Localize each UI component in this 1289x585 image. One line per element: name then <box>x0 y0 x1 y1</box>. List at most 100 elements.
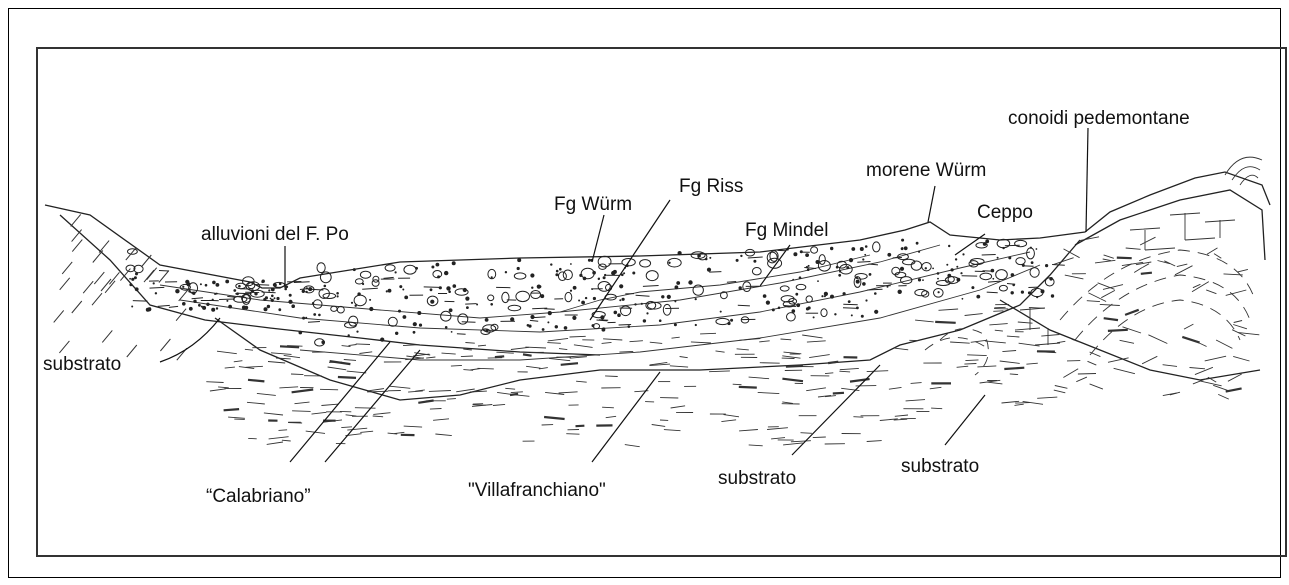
substrate-mark <box>72 240 82 252</box>
gravel-dot <box>216 307 218 309</box>
gravel-dot <box>830 247 833 250</box>
gravel-dot <box>830 295 834 299</box>
hatch-dash <box>1200 381 1221 386</box>
hatch-dash <box>548 338 568 341</box>
hatch-dash <box>739 430 758 431</box>
hatch-dash <box>478 368 494 369</box>
hatch-dash <box>1238 269 1248 272</box>
label-morene-wurm: morene Würm <box>866 160 986 181</box>
hatch-dash <box>430 409 442 410</box>
gravel-dot <box>380 338 384 342</box>
hatch-dash <box>347 371 367 373</box>
gravel-dot <box>555 273 558 276</box>
gravel-dot <box>727 322 730 325</box>
hatch-dash <box>367 389 384 391</box>
hatch-dash <box>404 426 422 427</box>
gravel-dot <box>619 299 621 301</box>
gravel-dot <box>860 247 864 251</box>
gravel-dot <box>452 261 456 265</box>
pebble <box>531 291 541 299</box>
hatch-dash <box>426 357 435 358</box>
hatch-dash <box>930 387 942 389</box>
gravel-dot <box>559 268 562 271</box>
gravel-dot <box>264 307 268 311</box>
pebble <box>811 247 818 253</box>
pebble <box>780 286 789 291</box>
hatch-dash <box>915 320 934 322</box>
hatch-dash <box>433 419 449 421</box>
gravel-dot <box>486 329 489 332</box>
gravel-dot <box>808 306 811 309</box>
hatch-dash <box>338 377 356 378</box>
hatch-dash <box>1213 385 1228 390</box>
hatch-dash <box>839 371 850 372</box>
hatch-dash <box>576 426 585 427</box>
gravel-dot <box>901 239 904 242</box>
pebble <box>388 317 397 326</box>
gravel-dash <box>424 287 440 288</box>
gravel-dot <box>851 314 853 316</box>
gravel-dot <box>182 302 186 306</box>
hatch-dash <box>1104 318 1118 320</box>
substrate-mark <box>144 270 154 282</box>
gravel-dot <box>661 295 664 298</box>
hatch-dash <box>447 399 456 400</box>
gravel-dot <box>583 277 587 281</box>
hatch-dash <box>985 341 1006 343</box>
pebble <box>999 285 1007 291</box>
gravel-dot <box>817 280 819 282</box>
hatch-dash <box>328 367 347 370</box>
pebble <box>354 295 366 306</box>
gravel-dot <box>336 292 339 295</box>
hatch-dash <box>853 417 863 418</box>
gravel-dot <box>1030 247 1032 249</box>
gravel-dot <box>530 315 534 319</box>
hatch-dash <box>1114 368 1135 373</box>
gravel-dot <box>305 317 307 319</box>
gravel-dot <box>792 279 794 281</box>
substrate-mark <box>102 330 112 342</box>
gravel-fill <box>126 239 1065 346</box>
hatch-dash <box>1205 356 1226 361</box>
gravel-dot <box>189 307 193 311</box>
hatch-dash <box>671 406 686 408</box>
hatch-dash <box>1120 340 1134 343</box>
hatch-dash <box>802 335 822 338</box>
hatch-dash <box>461 356 473 357</box>
hatch-dash <box>652 425 666 427</box>
hatch-dash <box>511 347 529 349</box>
hatch-dash <box>840 368 859 369</box>
gravel-dot <box>667 295 671 299</box>
hatch-dash <box>496 352 513 353</box>
hatch-dash <box>465 343 474 344</box>
hatch-dash <box>1054 390 1066 393</box>
gravel-dot <box>676 281 680 285</box>
gravel-dot <box>861 315 864 318</box>
hatch-dash <box>224 409 240 410</box>
gravel-dot <box>463 288 467 292</box>
gravel-dot <box>813 316 815 318</box>
hatch-dash <box>359 352 372 354</box>
hatch-dash <box>347 428 367 430</box>
gravel-dot <box>634 303 636 305</box>
pebble <box>1027 248 1035 259</box>
gravel-dot <box>1011 273 1015 277</box>
gravel-dot <box>720 311 722 313</box>
gravel-dash <box>738 305 750 306</box>
gravel-dot <box>849 258 853 262</box>
hatch-dash <box>995 330 1003 331</box>
gravel-dot <box>271 288 275 292</box>
gravel-dot <box>947 274 951 278</box>
pebble <box>796 284 806 289</box>
hatch-dash <box>1226 290 1247 295</box>
gravel-dot <box>904 246 908 250</box>
hatch-dash <box>1216 340 1232 348</box>
gravel-dot <box>399 285 402 288</box>
label-villafranchiano: "Villafranchiano" <box>468 480 606 501</box>
hatch-dash <box>287 346 302 347</box>
gravel-dot <box>739 286 742 289</box>
hatch-dash <box>1233 356 1249 361</box>
hatch-dash <box>1000 361 1020 363</box>
gravel-dot <box>270 298 272 300</box>
gravel-dot <box>1002 247 1004 249</box>
